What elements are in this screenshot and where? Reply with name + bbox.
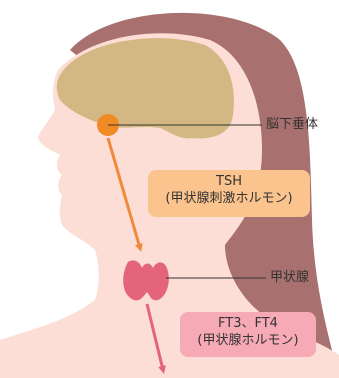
thyroid-hormone-description: (甲状腺ホルモン): [180, 332, 316, 349]
tsh-hormone-description: (甲状腺刺激ホルモン): [148, 190, 310, 207]
thyroid-label: 甲状腺: [270, 270, 309, 286]
thyroid-hormone-name: FT3、FT4: [180, 315, 316, 332]
thyroid-hormone-box: FT3、FT4 (甲状腺ホルモン): [180, 312, 316, 357]
tsh-hormone-box: TSH (甲状腺刺激ホルモン): [148, 170, 310, 217]
pituitary-label: 脳下垂体: [266, 117, 318, 133]
tsh-hormone-name: TSH: [148, 173, 310, 190]
